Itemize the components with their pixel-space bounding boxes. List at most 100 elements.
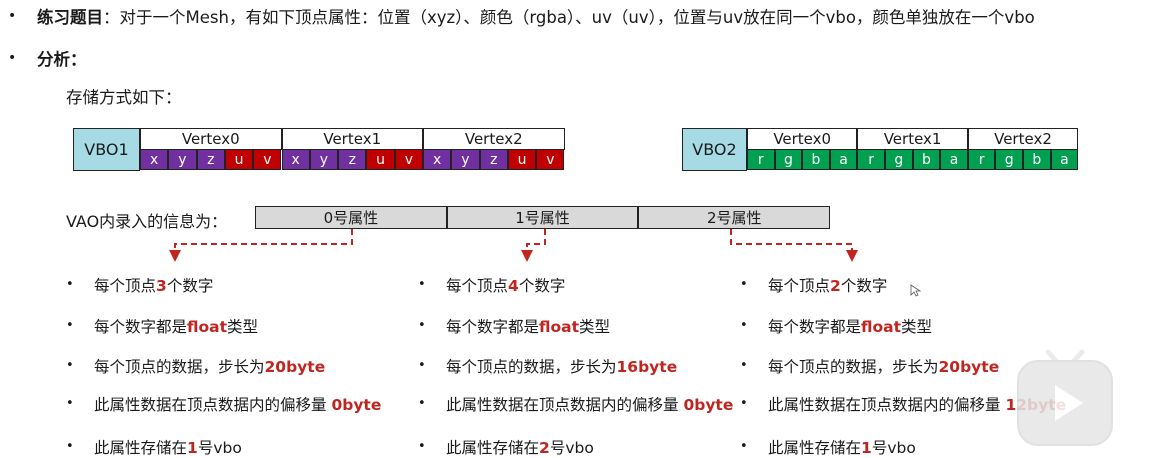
attribute-detail-line: 此属性存储在1号vbo <box>94 436 242 458</box>
component-r: r <box>967 149 996 170</box>
vao-attribute-0: 0号属性 <box>255 206 447 229</box>
detail-text: 每个顶点的数据，步长为 <box>768 358 939 376</box>
detail-text: 类型 <box>579 318 611 336</box>
attribute-detail-line: 每个顶点4个数字 <box>446 274 565 296</box>
detail-text: 每个数字都是 <box>768 318 862 336</box>
detail-text: 每个数字都是 <box>446 318 540 336</box>
detail-text: 此属性数据在顶点数据内的偏移量 <box>446 396 684 414</box>
detail-highlight: 0byte <box>331 396 382 414</box>
detail-text: 此属性数据在顶点数据内的偏移量 <box>768 396 1006 414</box>
detail-text: 个数字 <box>518 277 566 295</box>
exercise-line: 练习题目：对于一个Mesh，有如下顶点属性：位置（xyz）、颜色（rgba）、u… <box>37 4 1035 28</box>
component-x: x <box>281 149 310 170</box>
bullet-dot-icon: • <box>66 396 74 411</box>
vao-attribute-2: 2号属性 <box>638 206 831 229</box>
vertex-header: Vertex1 <box>857 128 968 150</box>
detail-text: 此属性数据在顶点数据内的偏移量 <box>94 396 332 414</box>
exercise-label: 练习题目 <box>37 8 103 27</box>
attribute-detail-line: 此属性存储在2号vbo <box>446 436 594 458</box>
detail-text: 每个数字都是 <box>94 318 188 336</box>
attribute-detail-line: 每个顶点的数据，步长为16byte <box>446 355 677 377</box>
bullet-dot-icon: • <box>66 358 74 373</box>
attribute-detail-line: 此属性存储在1号vbo <box>768 436 916 458</box>
detail-text: 号vbo <box>549 439 594 457</box>
component-y: y <box>309 149 339 170</box>
attribute-detail-line: 此属性数据在顶点数据内的偏移量 0byte <box>446 393 733 415</box>
attribute-detail-line: 每个数字都是float类型 <box>446 315 610 337</box>
detail-text: 此属性存储在 <box>94 439 188 457</box>
bullet-dot-icon: • <box>66 439 74 454</box>
detail-highlight: 2 <box>830 277 841 295</box>
detail-highlight: 20byte <box>938 358 1000 376</box>
detail-highlight: 4 <box>508 277 519 295</box>
component-v: v <box>536 149 565 170</box>
down-arrow-icon <box>174 229 353 250</box>
vertex-header: Vertex0 <box>747 128 858 150</box>
component-x: x <box>423 149 452 170</box>
detail-text: 此属性存储在 <box>446 439 540 457</box>
exercise-text: ：对于一个Mesh，有如下顶点属性：位置（xyz）、颜色（rgba）、uv（uv… <box>103 8 1035 27</box>
detail-highlight: float <box>187 318 228 336</box>
detail-text: 个数字 <box>166 277 214 295</box>
detail-highlight: 20byte <box>264 358 326 376</box>
attribute-detail-line: 每个顶点的数据，步长为20byte <box>94 355 325 377</box>
bullet-dot-icon: • <box>740 318 748 333</box>
detail-text: 此属性存储在 <box>768 439 862 457</box>
bullet-dot-icon: • <box>418 396 426 411</box>
component-v: v <box>253 149 282 170</box>
component-g: g <box>774 149 803 170</box>
component-u: u <box>507 149 537 170</box>
detail-highlight: float <box>539 318 580 336</box>
component-g: g <box>885 149 913 170</box>
attribute-detail-line: 此属性数据在顶点数据内的偏移量 0byte <box>94 393 381 415</box>
component-v: v <box>394 149 423 170</box>
detail-text: 每个顶点的数据，步长为 <box>94 358 265 376</box>
bullet-dot-icon: • <box>418 318 426 333</box>
component-g: g <box>995 149 1023 170</box>
storage-text: 存储方式如下： <box>66 88 182 107</box>
component-a: a <box>829 149 858 170</box>
bullet-dot-icon: • <box>66 318 74 333</box>
component-b: b <box>1023 149 1051 170</box>
down-arrow-icon <box>730 229 853 250</box>
analysis-label: 分析： <box>37 50 87 69</box>
attribute-detail-line: 每个顶点3个数字 <box>94 274 213 296</box>
component-y: y <box>168 149 197 170</box>
detail-highlight: 16byte <box>616 358 678 376</box>
attribute-detail-line: 每个顶点的数据，步长为20byte <box>768 355 999 377</box>
component-u: u <box>366 149 395 170</box>
bullet-dot-icon: • <box>740 439 748 454</box>
detail-highlight: 3 <box>156 277 167 295</box>
detail-highlight: float <box>861 318 902 336</box>
component-y: y <box>451 149 480 170</box>
detail-highlight: 1 <box>861 439 872 457</box>
component-a: a <box>940 149 968 170</box>
bullet-dot-icon: • <box>418 358 426 373</box>
detail-text: 每个顶点 <box>768 277 831 295</box>
component-z: z <box>196 149 225 170</box>
component-b: b <box>912 149 941 170</box>
detail-text: 个数字 <box>840 277 888 295</box>
bullet-dot-icon: • <box>418 439 426 454</box>
detail-highlight: 1 <box>187 439 198 457</box>
detail-highlight: 0byte <box>683 396 734 414</box>
component-a: a <box>1050 149 1079 170</box>
detail-text: 每个顶点 <box>94 277 157 295</box>
detail-text: 每个顶点 <box>446 277 509 295</box>
detail-text: 类型 <box>901 318 933 336</box>
component-z: z <box>479 149 508 170</box>
bullet-dot-icon: • <box>8 50 17 66</box>
component-r: r <box>857 149 885 170</box>
vertex-header: Vertex0 <box>140 128 282 150</box>
component-x: x <box>140 149 169 170</box>
bullet-dot-icon: • <box>418 277 426 292</box>
bullet-dot-icon: • <box>740 277 748 292</box>
vao-attribute-1: 1号属性 <box>446 206 639 229</box>
vbo1-label: VBO1 <box>73 128 140 171</box>
bullet-dot-icon: • <box>8 8 17 24</box>
bullet-dot-icon: • <box>740 358 748 373</box>
component-r: r <box>747 149 775 170</box>
